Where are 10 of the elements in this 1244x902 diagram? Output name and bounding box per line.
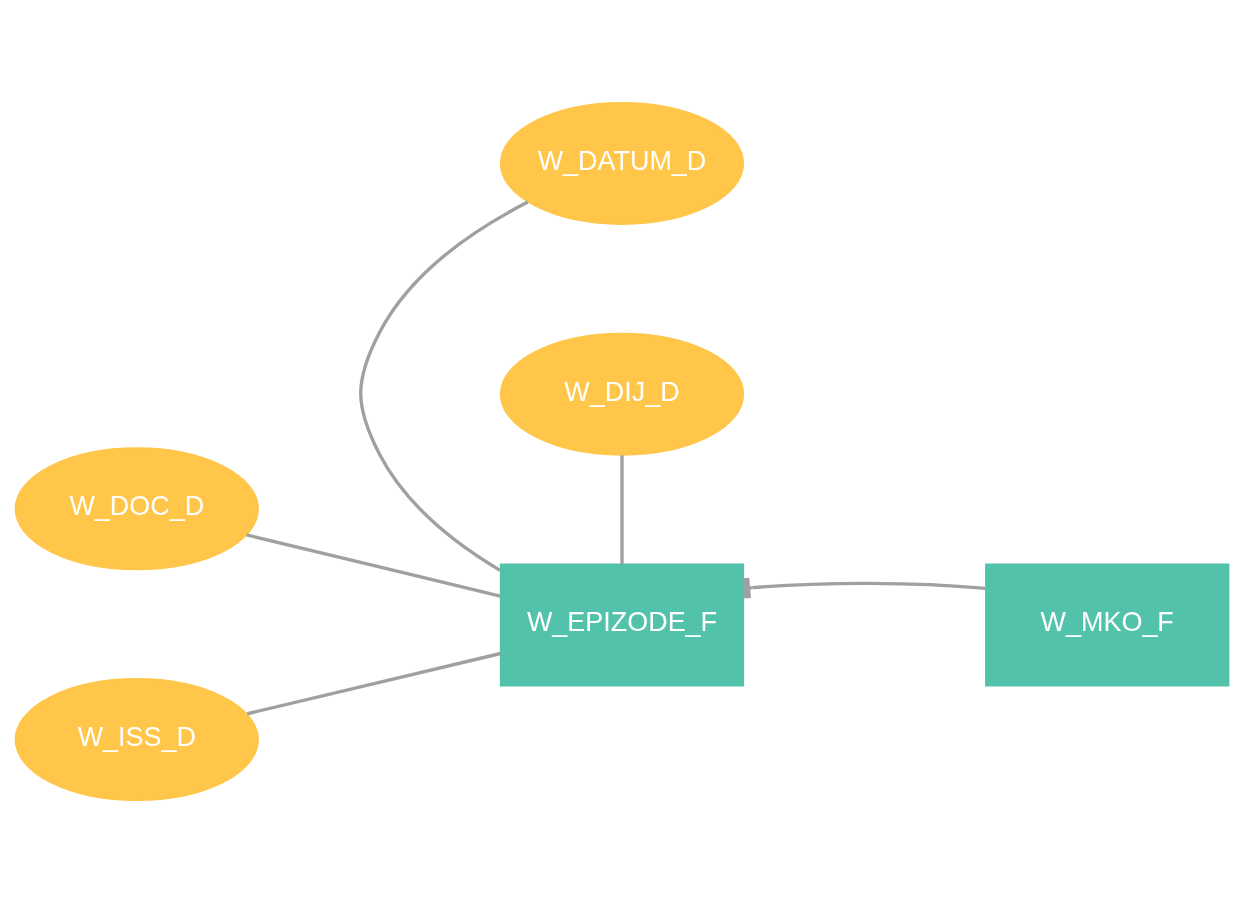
connector [620, 454, 624, 564]
connector [246, 532, 501, 598]
node-ellipse: W_DATUM_D [499, 101, 745, 225]
node-box: W_MKO_F [985, 563, 1230, 687]
node-ellipse: W_DIJ_D [499, 332, 745, 456]
node-ellipse: W_DOC_D [14, 446, 259, 570]
node-box: W_EPIZODE_F [499, 563, 745, 687]
node-ellipse: W_ISS_D [14, 677, 259, 801]
connector [246, 651, 501, 715]
connector [359, 200, 529, 572]
